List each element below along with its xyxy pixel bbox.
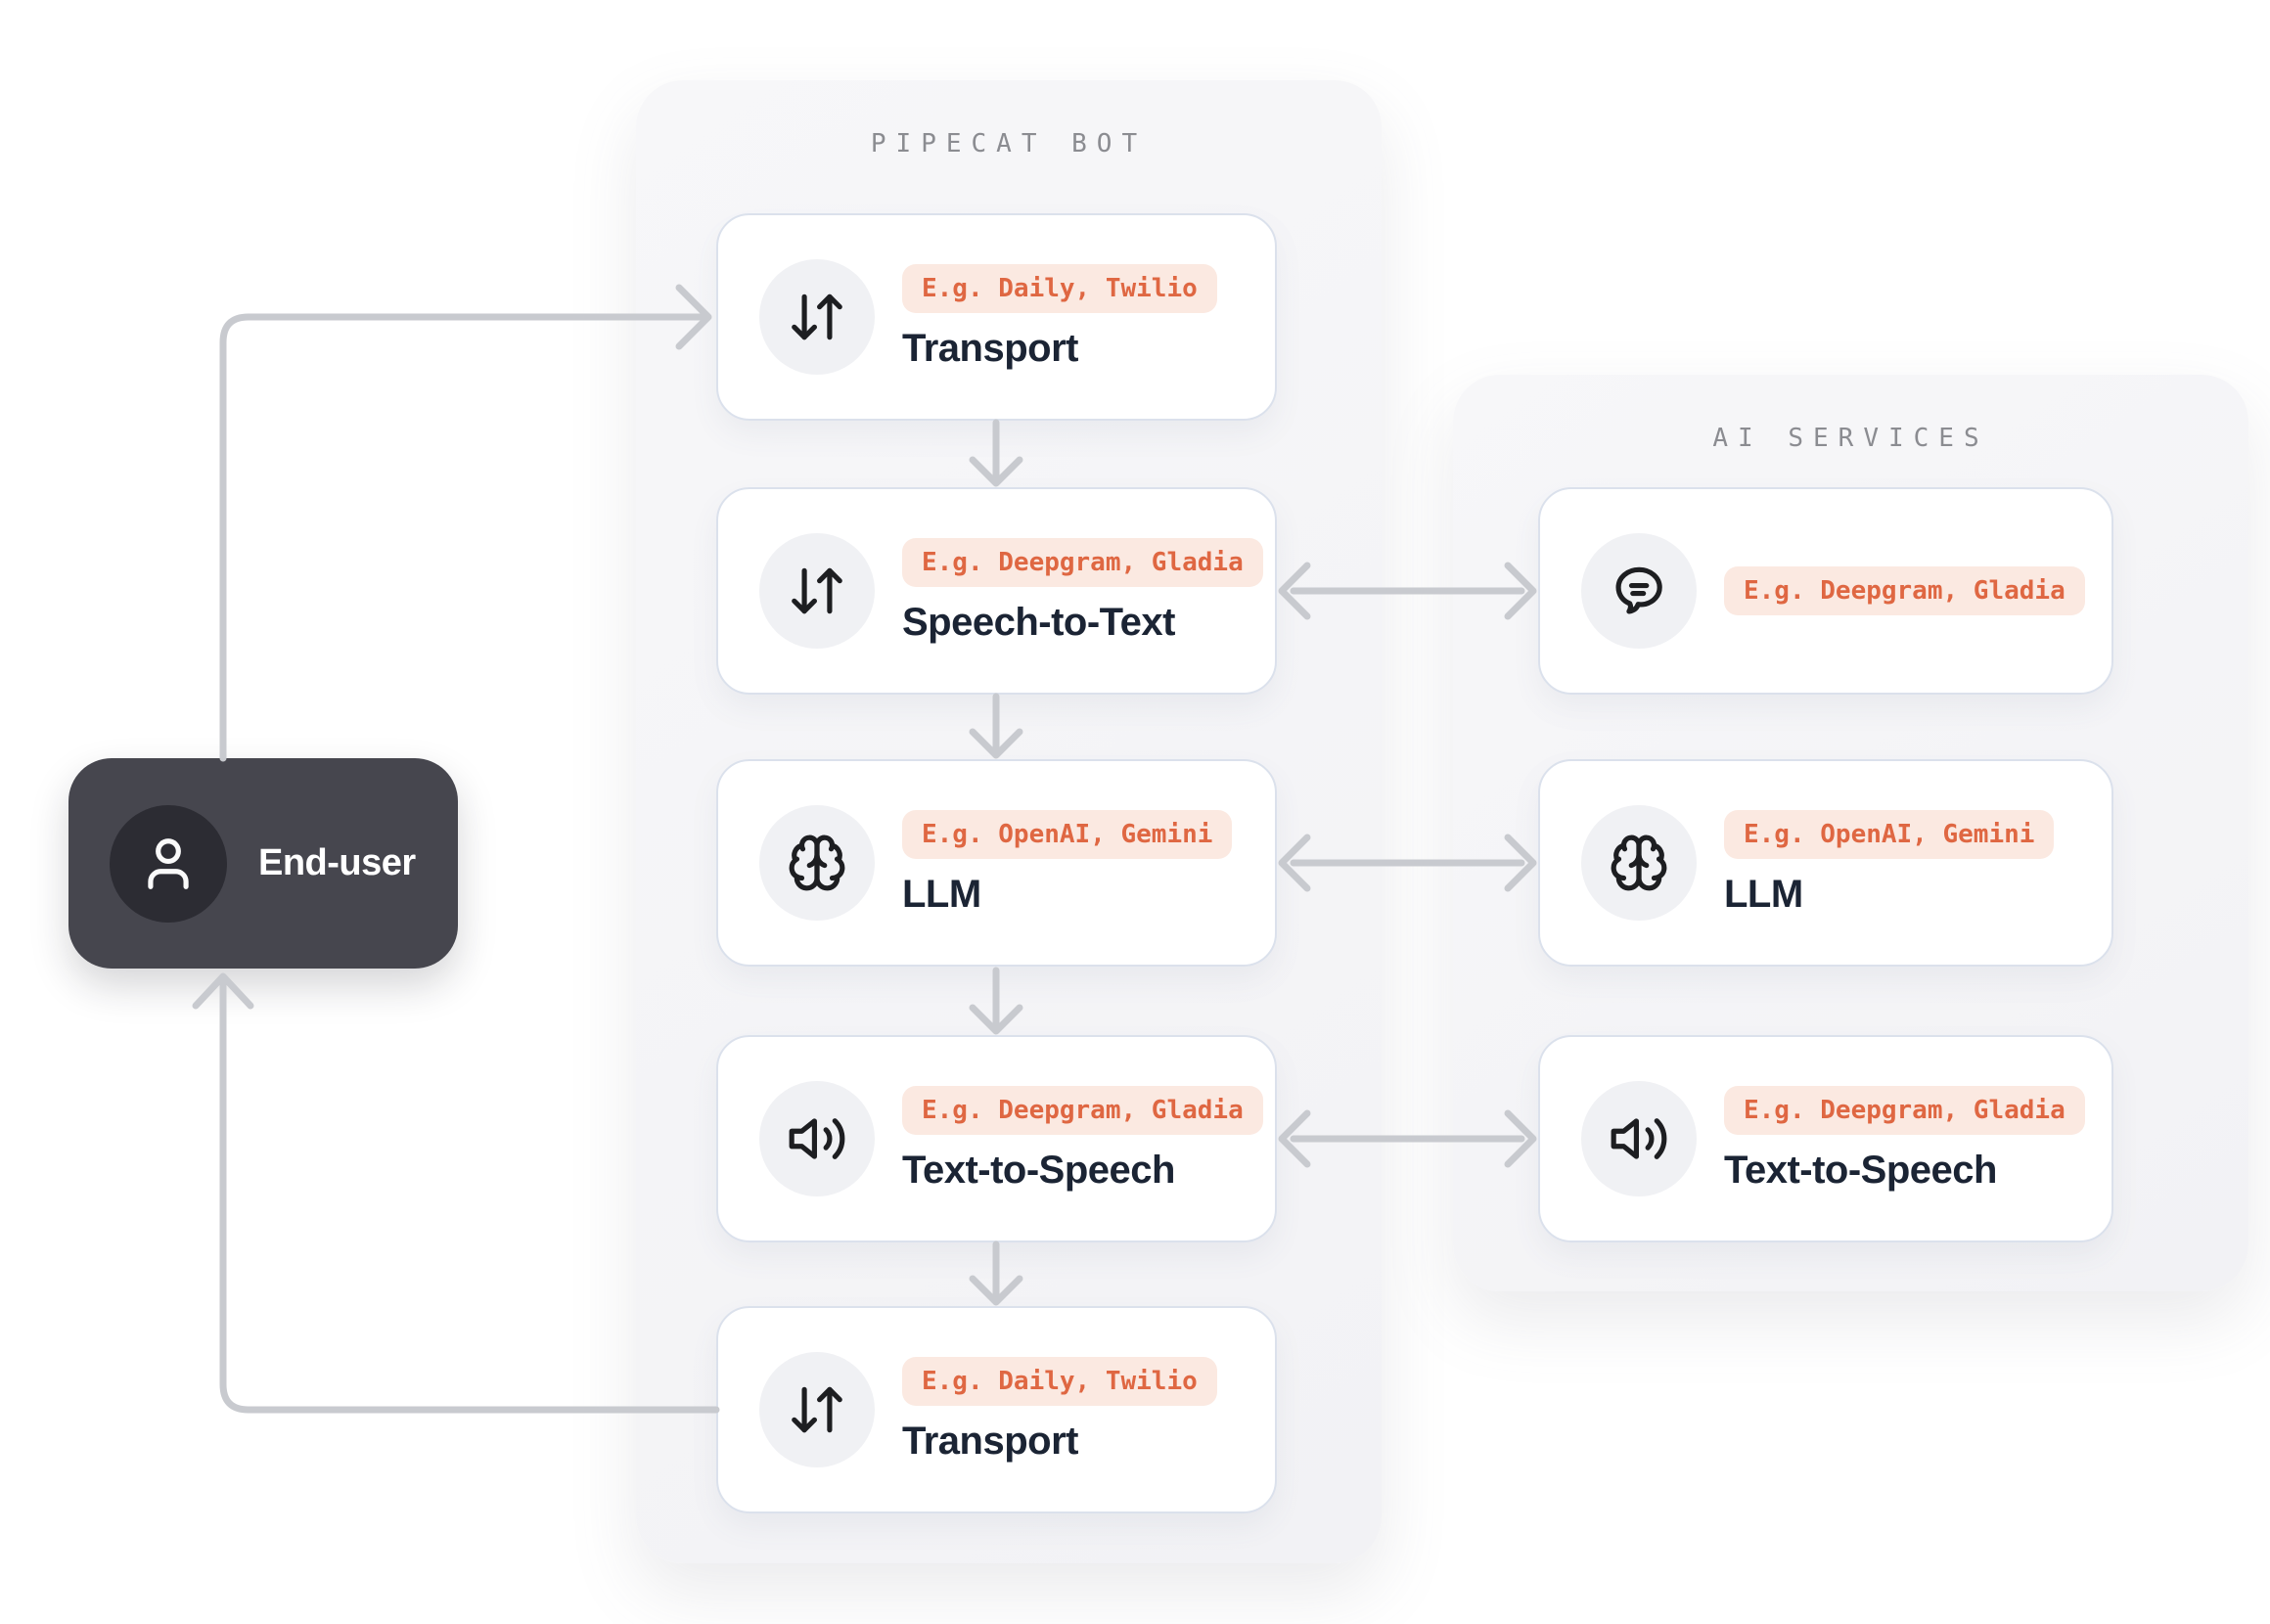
arrow-down-up-icon [792, 567, 842, 614]
pipecat-bot-panel-title: PIPECAT BOT [870, 129, 1148, 158]
provider-badge: E.g. Deepgram, Gladia [902, 537, 1263, 588]
card-text: E.g. Deepgram, Gladia [1724, 565, 2085, 616]
ai-services-panel-title: AI SERVICES [1712, 424, 1989, 453]
user-icon-circle [110, 804, 227, 923]
card-text: E.g. Deepgram, Gladia Text-to-Speech [902, 1085, 1263, 1193]
volume-icon [1611, 1118, 1667, 1159]
icon-circle [759, 1081, 875, 1196]
card-title: LLM [1724, 873, 1803, 917]
brain-icon [1611, 835, 1667, 891]
arrow-down-up-icon [792, 293, 842, 340]
card-title: Transport [902, 1420, 1078, 1464]
icon-circle [759, 259, 875, 375]
card-tts-service: E.g. Deepgram, Gladia Text-to-Speech [1538, 1035, 2113, 1242]
card-title: Transport [902, 327, 1078, 371]
card-title: LLM [902, 873, 981, 917]
provider-badge: E.g. Deepgram, Gladia [902, 1085, 1263, 1136]
speech-bubble-icon [1615, 566, 1662, 614]
icon-circle [759, 805, 875, 921]
icon-circle [1581, 533, 1697, 649]
card-text: E.g. Deepgram, Gladia Text-to-Speech [1724, 1085, 2085, 1193]
provider-badge: E.g. Daily, Twilio [902, 1356, 1217, 1407]
brain-icon [789, 835, 845, 891]
user-icon [148, 837, 189, 889]
ai-services-panel: AI SERVICES E.g. Deepgram, Gladia [1453, 375, 2248, 1291]
provider-badge: E.g. Deepgram, Gladia [1724, 565, 2085, 616]
card-text: E.g. Daily, Twilio Transport [902, 263, 1217, 371]
card-stt-service: E.g. Deepgram, Gladia [1538, 487, 2113, 695]
card-speech-to-text: E.g. Deepgram, Gladia Speech-to-Text [716, 487, 1277, 695]
end-user-label: End-user [258, 842, 416, 883]
card-text: E.g. OpenAI, Gemini LLM [1724, 809, 2055, 917]
end-user-node: End-user [68, 758, 458, 969]
card-llm: E.g. OpenAI, Gemini LLM [716, 759, 1277, 967]
icon-circle [1581, 1081, 1697, 1196]
provider-badge: E.g. OpenAI, Gemini [902, 809, 1233, 860]
card-transport-out: E.g. Daily, Twilio Transport [716, 1306, 1277, 1513]
icon-circle [1581, 805, 1697, 921]
provider-badge: E.g. Daily, Twilio [902, 263, 1217, 314]
arrow-down-up-icon [792, 1386, 842, 1433]
provider-badge: E.g. Deepgram, Gladia [1724, 1085, 2085, 1136]
card-text-to-speech: E.g. Deepgram, Gladia Text-to-Speech [716, 1035, 1277, 1242]
icon-circle [759, 1352, 875, 1467]
volume-icon [789, 1118, 845, 1159]
card-title: Speech-to-Text [902, 601, 1175, 645]
card-llm-service: E.g. OpenAI, Gemini LLM [1538, 759, 2113, 967]
icon-circle [759, 533, 875, 649]
provider-badge: E.g. OpenAI, Gemini [1724, 809, 2055, 860]
card-text: E.g. Daily, Twilio Transport [902, 1356, 1217, 1464]
card-transport-in: E.g. Daily, Twilio Transport [716, 213, 1277, 421]
card-title: Text-to-Speech [902, 1149, 1175, 1193]
pipecat-bot-panel: PIPECAT BOT E.g. Daily, Twilio Transport… [636, 80, 1382, 1563]
card-text: E.g. Deepgram, Gladia Speech-to-Text [902, 537, 1263, 645]
card-title: Text-to-Speech [1724, 1149, 1997, 1193]
card-text: E.g. OpenAI, Gemini LLM [902, 809, 1233, 917]
